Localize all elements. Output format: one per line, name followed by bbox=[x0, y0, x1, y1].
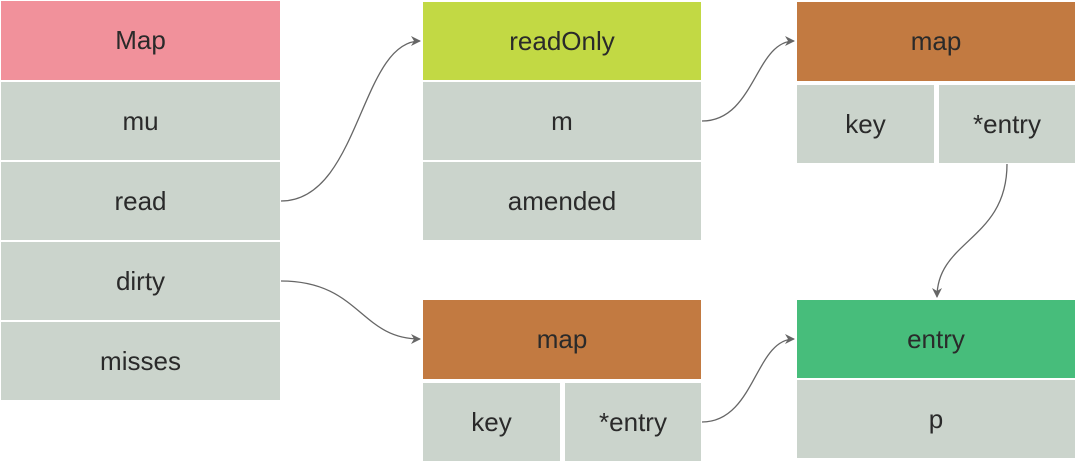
dirty-map-entry-pointer: *entry bbox=[564, 382, 702, 462]
map-field-mu: mu bbox=[0, 81, 281, 161]
read-map-key: key bbox=[796, 84, 935, 164]
read-to-readonly-arrow bbox=[280, 36, 421, 202]
map-field-dirty: dirty bbox=[0, 241, 281, 321]
map-field-misses: misses bbox=[0, 321, 281, 401]
dirty-entry-to-entry-arrow bbox=[701, 334, 795, 423]
map-field-read: read bbox=[0, 161, 281, 241]
read-entry-to-entry-arrow bbox=[932, 163, 1008, 298]
m-to-read-map-arrow bbox=[701, 36, 795, 122]
readonly-field-amended: amended bbox=[422, 161, 702, 241]
entry-field-p: p bbox=[796, 379, 1076, 459]
read-map-header: map bbox=[796, 1, 1076, 82]
map-struct-header: Map bbox=[0, 0, 281, 81]
dirty-map-header: map bbox=[422, 299, 702, 380]
entry-struct-header: entry bbox=[796, 299, 1076, 379]
read-map-entry-pointer: *entry bbox=[938, 84, 1076, 164]
readonly-field-m: m bbox=[422, 81, 702, 161]
dirty-to-dirty-map-arrow bbox=[280, 280, 421, 344]
dirty-map-key: key bbox=[422, 382, 561, 462]
readonly-struct-header: readOnly bbox=[422, 1, 702, 81]
